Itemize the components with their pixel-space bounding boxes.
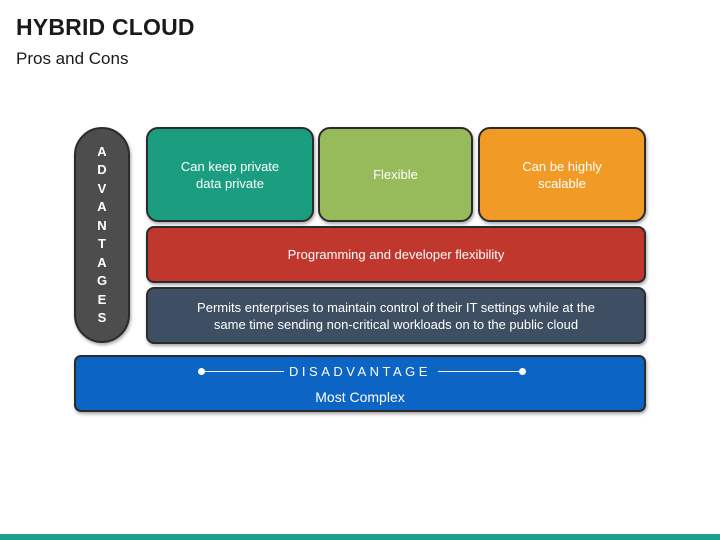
advantage-text: Programming and developer flexibility bbox=[287, 247, 505, 262]
advantages-letter: N bbox=[97, 217, 107, 233]
advantage-box-private-data: Can keep private data private bbox=[146, 127, 314, 222]
left-divider-line bbox=[202, 371, 284, 372]
disadvantage-heading: DISADVANTAGE bbox=[289, 364, 431, 379]
page-title: HYBRID CLOUD bbox=[16, 14, 195, 40]
advantage-box-scalable: Can be highly scalable bbox=[478, 127, 646, 222]
advantage-box-control: Permits enterprises to maintain control … bbox=[146, 287, 646, 344]
advantages-letter: E bbox=[97, 291, 107, 307]
right-dot-icon bbox=[519, 368, 526, 375]
advantages-letter: S bbox=[97, 310, 107, 325]
advantages-letter: G bbox=[96, 273, 108, 288]
advantage-text: Can be highly scalable bbox=[522, 158, 602, 191]
advantages-letter: V bbox=[97, 180, 107, 196]
advantages-letter: A bbox=[97, 254, 107, 270]
advantage-text: Permits enterprises to maintain control … bbox=[197, 299, 595, 332]
advantage-box-flexible: Flexible bbox=[318, 127, 473, 222]
advantages-label-pill: A D V A N T A G E S bbox=[74, 127, 130, 343]
advantage-text: Can keep private data private bbox=[180, 158, 280, 191]
disadvantage-heading-row: DISADVANTAGE bbox=[76, 364, 644, 380]
advantage-box-developer-flexibility: Programming and developer flexibility bbox=[146, 226, 646, 283]
bottom-accent-bar bbox=[0, 534, 720, 540]
disadvantage-box: DISADVANTAGE Most Complex bbox=[74, 355, 646, 412]
advantages-letter: D bbox=[97, 162, 107, 177]
page-subtitle: Pros and Cons bbox=[16, 49, 129, 68]
disadvantage-text: Most Complex bbox=[315, 389, 405, 405]
advantage-text: Flexible bbox=[373, 167, 418, 182]
left-dot-icon bbox=[198, 368, 205, 375]
advantages-letter: A bbox=[97, 199, 107, 214]
right-divider-line bbox=[438, 371, 522, 372]
advantages-letter: A bbox=[97, 143, 107, 159]
advantages-letter: T bbox=[98, 236, 106, 251]
